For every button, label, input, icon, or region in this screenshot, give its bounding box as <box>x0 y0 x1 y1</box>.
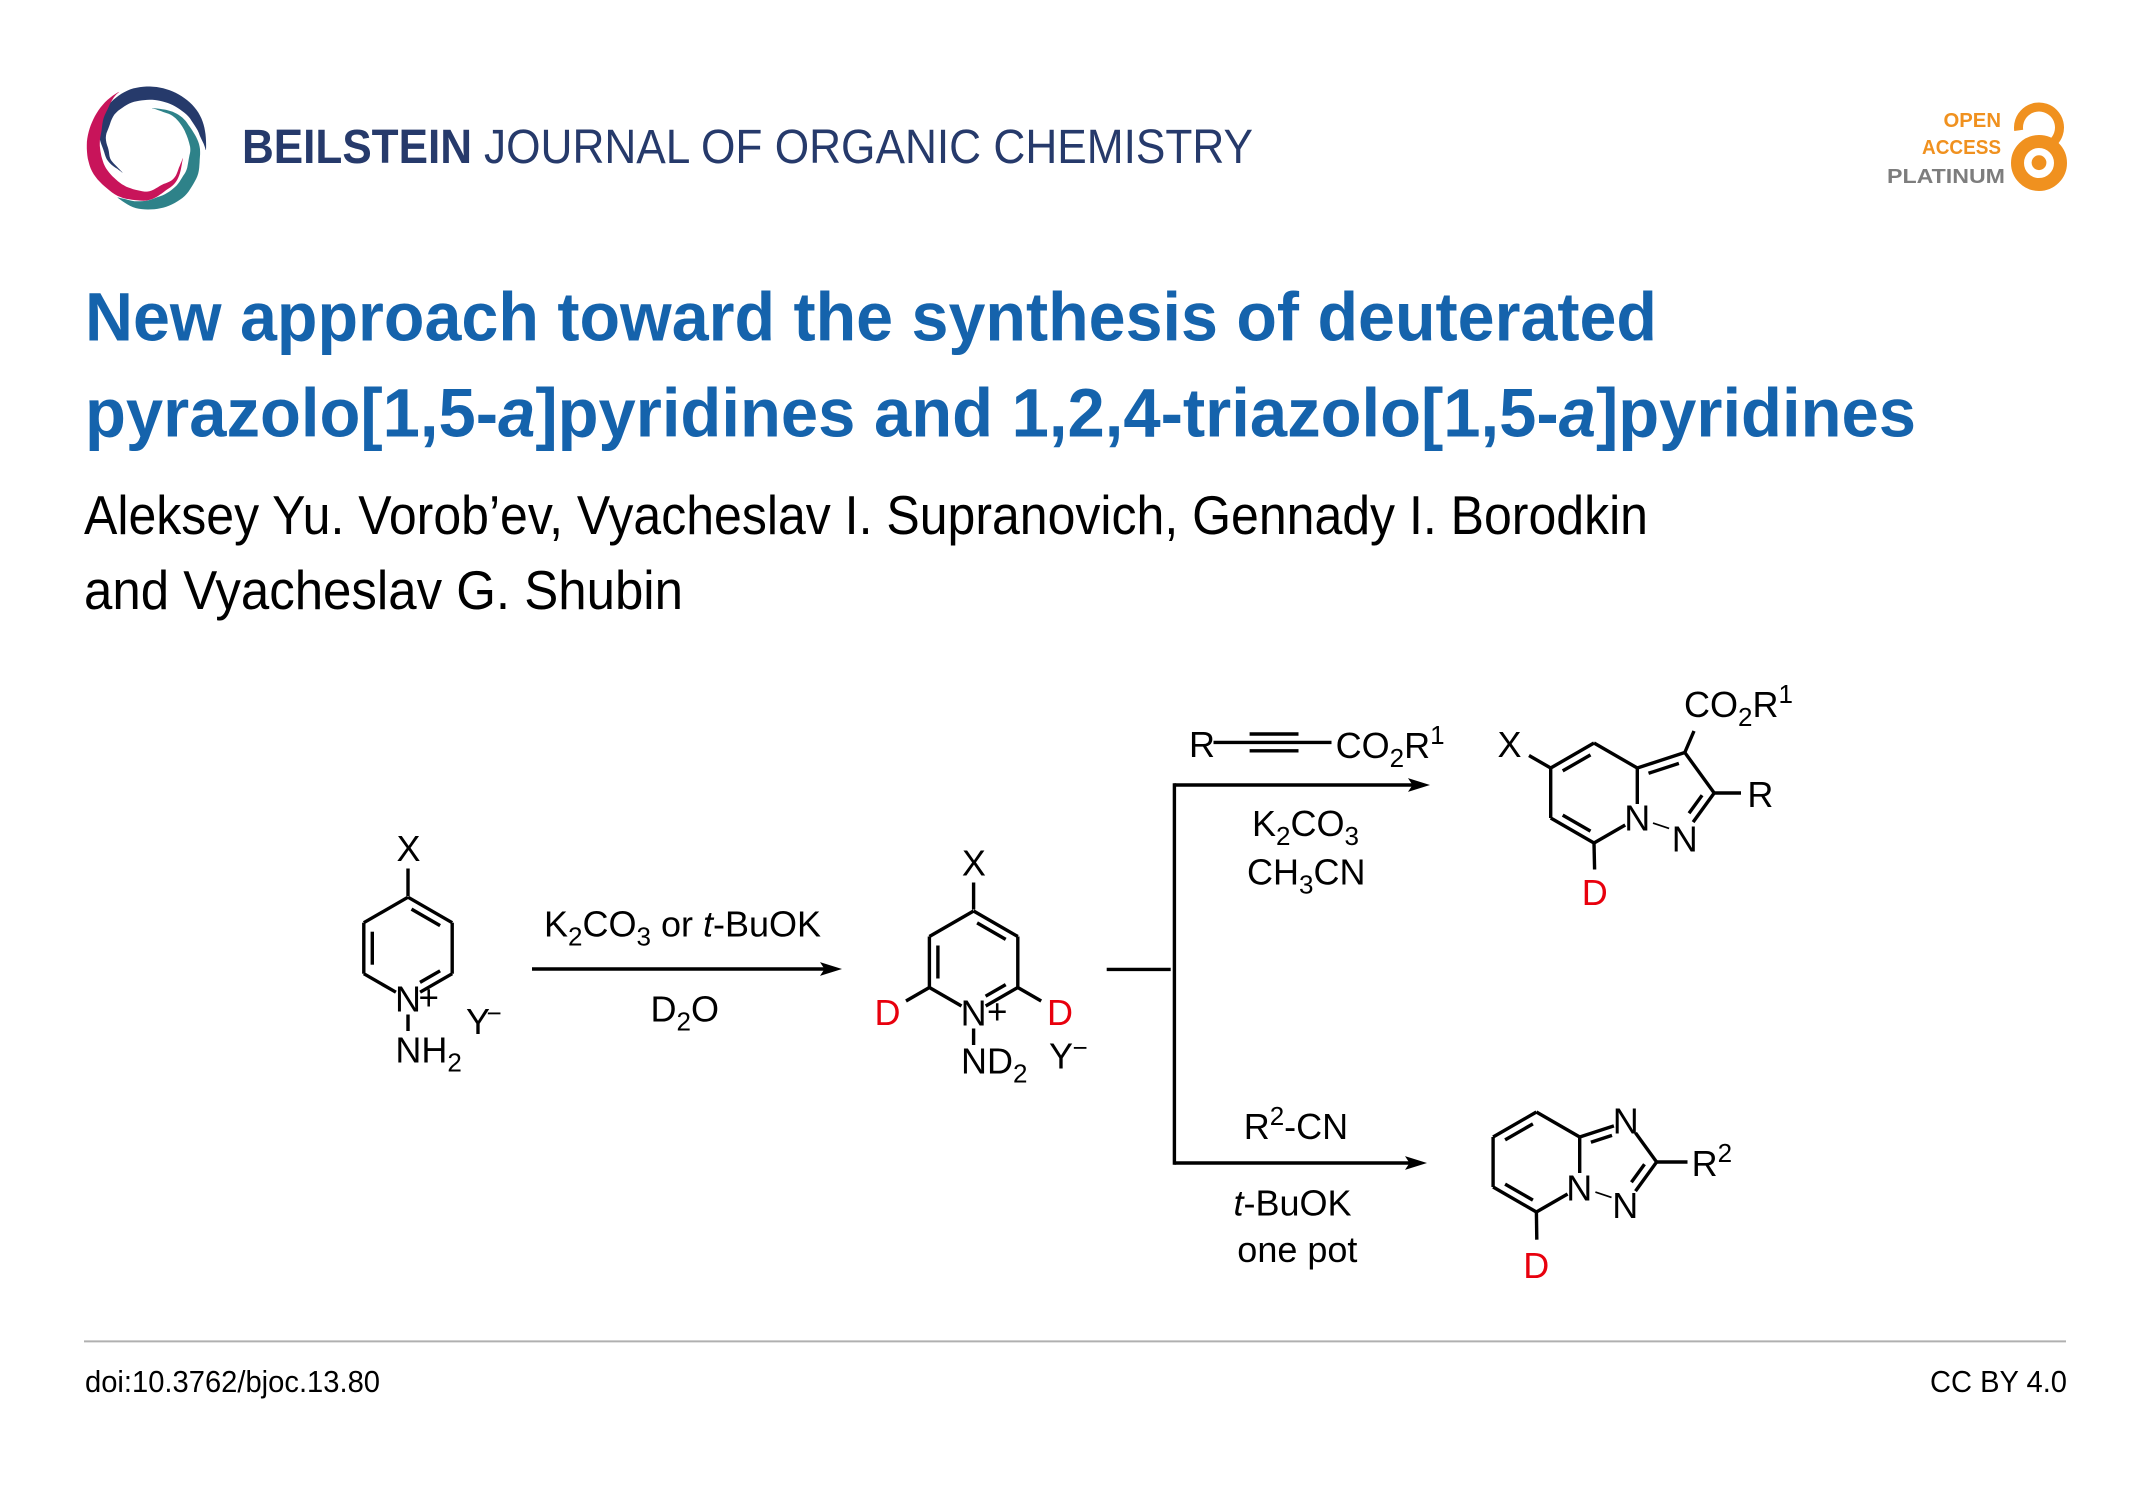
svg-text:CO2R1: CO2R1 <box>1336 720 1445 773</box>
svg-text:X: X <box>1497 724 1521 765</box>
svg-text:PLATINUM: PLATINUM <box>1887 165 2005 188</box>
svg-text:N: N <box>961 993 987 1034</box>
svg-text:JOURNAL OF ORGANIC CHEMISTRY: JOURNAL OF ORGANIC CHEMISTRY <box>484 121 1253 174</box>
svg-text:D: D <box>1523 1245 1549 1286</box>
svg-text:CC BY 4.0: CC BY 4.0 <box>1930 1364 2067 1399</box>
svg-text:CO2R1: CO2R1 <box>1684 679 1793 732</box>
svg-text:pyrazolo[1,5-a]pyridines and 1: pyrazolo[1,5-a]pyridines and 1,2,4-triaz… <box>85 375 1916 452</box>
svg-text:D: D <box>1047 992 1073 1033</box>
svg-text:t-BuOK: t-BuOK <box>1234 1182 1352 1223</box>
svg-text:D2O: D2O <box>651 989 719 1037</box>
svg-text:one pot: one pot <box>1237 1229 1357 1270</box>
svg-text:CH3CN: CH3CN <box>1247 852 1365 900</box>
svg-text:D: D <box>1582 872 1608 913</box>
svg-text:−: − <box>1073 1033 1088 1063</box>
svg-text:−: − <box>487 998 502 1028</box>
svg-text:Y: Y <box>466 1001 490 1042</box>
svg-text:R: R <box>1189 724 1215 765</box>
svg-text:+: + <box>987 993 1007 1032</box>
svg-text:NH2: NH2 <box>395 1030 461 1078</box>
svg-text:D: D <box>875 992 901 1033</box>
svg-text:K2CO3: K2CO3 <box>1252 803 1359 851</box>
svg-text:doi:10.3762/bjoc.13.80: doi:10.3762/bjoc.13.80 <box>85 1364 380 1399</box>
svg-text:and Vyacheslav G. Shubin: and Vyacheslav G. Shubin <box>84 559 683 621</box>
svg-text:N: N <box>1566 1168 1592 1209</box>
svg-text:N: N <box>395 979 421 1020</box>
svg-text:ND2: ND2 <box>961 1041 1027 1089</box>
svg-text:Y: Y <box>1049 1036 1073 1077</box>
svg-text:ACCESS: ACCESS <box>1922 136 2001 159</box>
svg-text:New approach toward the synthe: New approach toward the synthesis of deu… <box>85 279 1657 356</box>
svg-text:BEILSTEIN: BEILSTEIN <box>242 121 472 174</box>
svg-text:R2: R2 <box>1692 1138 1732 1184</box>
svg-text:+: + <box>419 979 439 1018</box>
svg-text:K2CO3 or t-BuOK: K2CO3 or t-BuOK <box>544 904 821 952</box>
svg-text:Aleksey Yu. Vorob’ev, Vyachesl: Aleksey Yu. Vorob’ev, Vyacheslav I. Supr… <box>84 484 1648 546</box>
svg-text:N: N <box>1624 798 1650 839</box>
svg-text:X: X <box>962 843 986 884</box>
svg-text:N: N <box>1672 819 1698 860</box>
svg-text:OPEN: OPEN <box>1944 109 2002 132</box>
svg-text:N: N <box>1613 1101 1639 1142</box>
svg-text:R2-CN: R2-CN <box>1244 1101 1348 1147</box>
svg-text:R: R <box>1747 774 1773 815</box>
svg-text:X: X <box>396 828 420 869</box>
svg-text:N: N <box>1612 1185 1638 1226</box>
